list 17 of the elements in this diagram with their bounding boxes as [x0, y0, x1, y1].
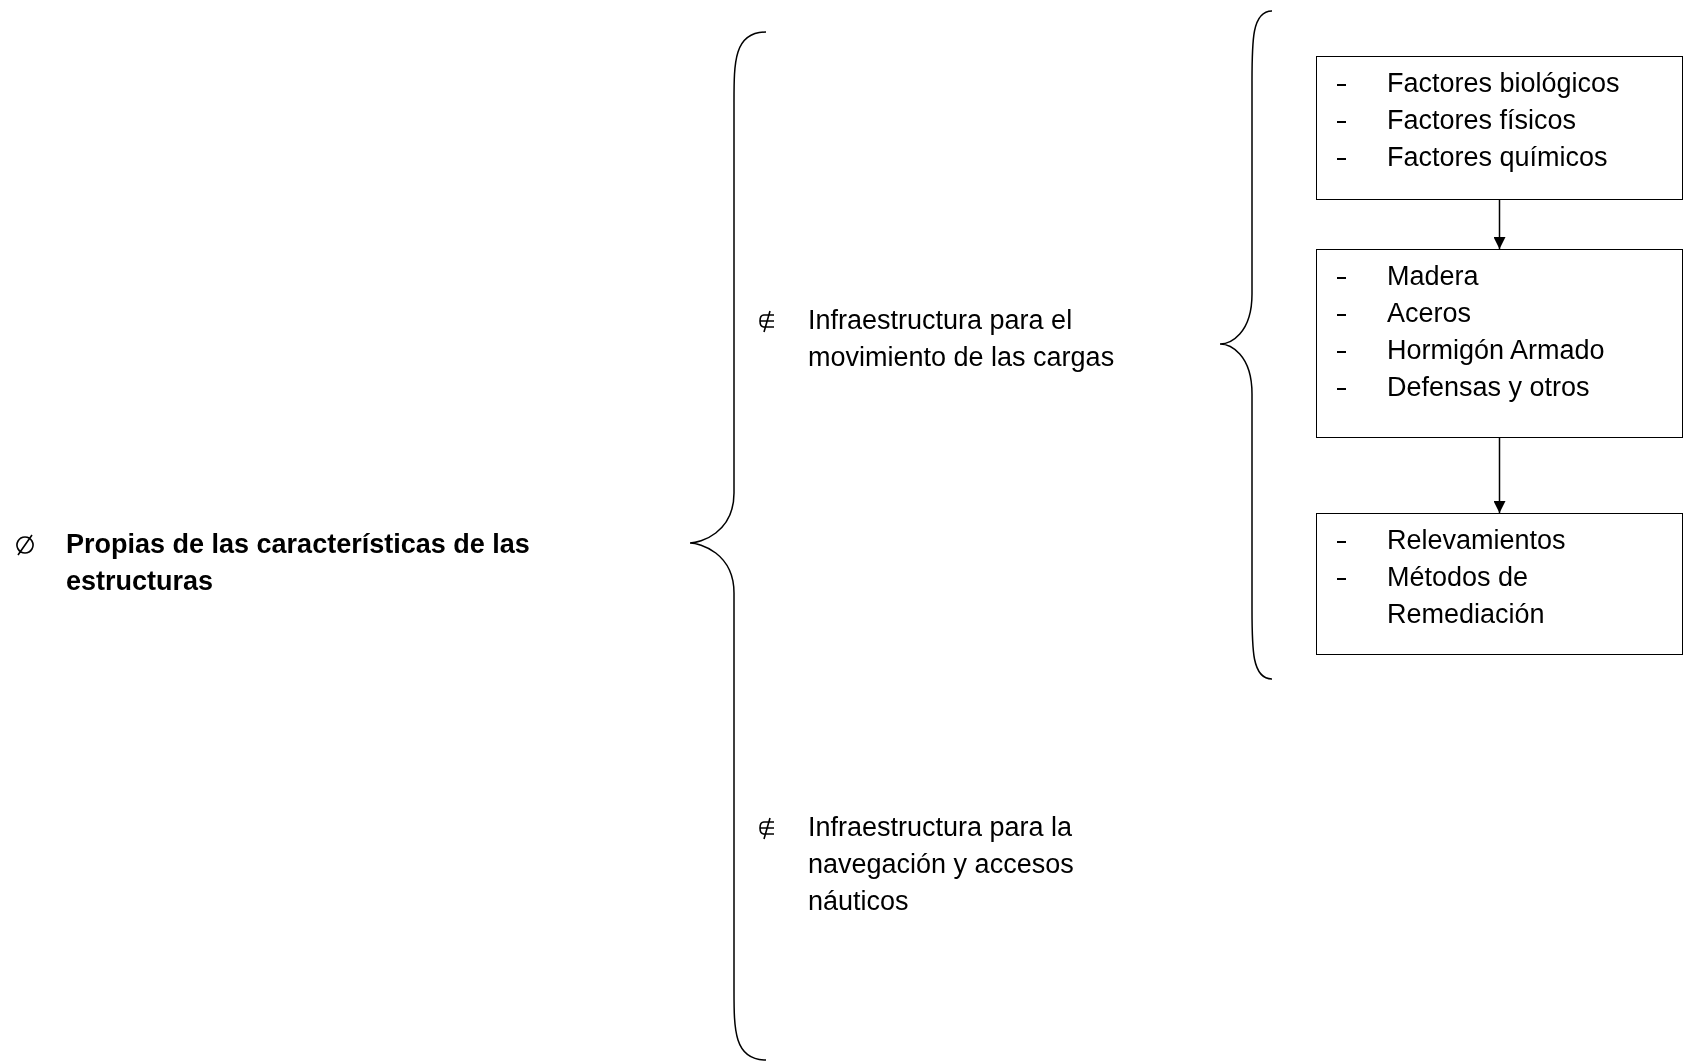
list-item: Factores físicos — [1387, 104, 1578, 137]
arrow — [1493, 199, 1506, 250]
item-text: Infraestructura para el movimiento de las cargas — [808, 304, 1116, 374]
list-item: Hormigón Armado — [1387, 334, 1606, 367]
list-item: Métodos de Remediación — [1387, 561, 1546, 631]
list-item: Factores biológicos — [1387, 67, 1621, 100]
list-box — [1316, 249, 1683, 438]
list-item: Defensas y otros — [1387, 371, 1591, 404]
item-text: Infraestructura para la navegación y accesos náuticos — [808, 811, 1075, 918]
list-item: Madera — [1387, 260, 1480, 293]
list-item: Aceros — [1387, 297, 1473, 330]
item-text: Propias de las características de las estructuras — [66, 528, 531, 598]
list-item: Relevamientos — [1387, 524, 1567, 557]
list-box — [1316, 56, 1683, 200]
list-box — [1316, 513, 1683, 655]
list-item: Factores químicos — [1387, 141, 1609, 174]
arrow — [1493, 437, 1506, 514]
